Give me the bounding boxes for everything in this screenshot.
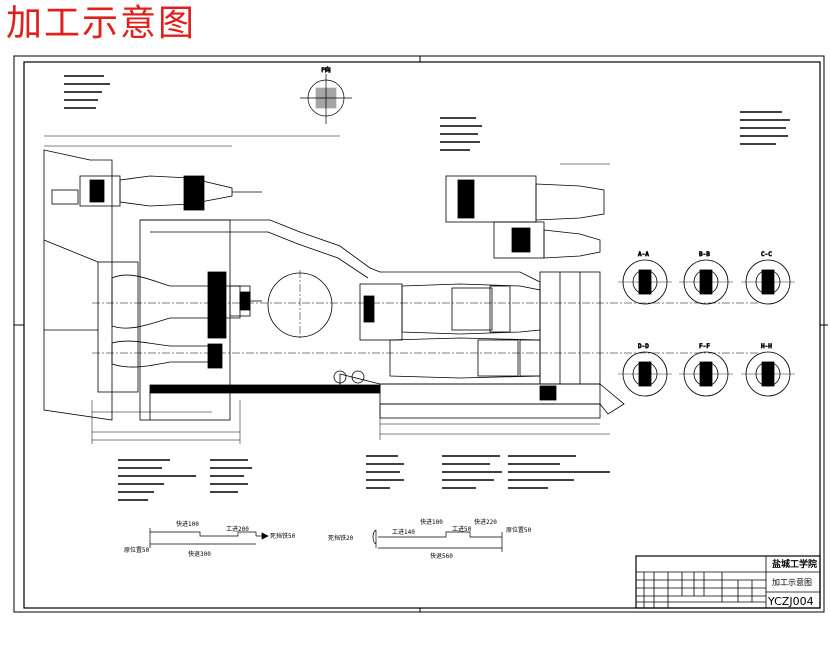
cycle-right-stop-position: 原位置50 xyxy=(506,526,532,534)
sheet-frame xyxy=(13,55,828,613)
svg-text:B-B: B-B xyxy=(699,251,710,258)
cycle-right-fast-feed: 快进220 xyxy=(474,518,497,526)
title-block-school: 盐城工学院 xyxy=(772,558,817,570)
center-lines xyxy=(92,270,760,354)
cycle-left-dead-stop: 死挡铁50 xyxy=(270,532,296,540)
upper-left-boring-bar xyxy=(51,175,262,211)
svg-text:A-A: A-A xyxy=(638,251,649,258)
left-spindle-head xyxy=(43,149,262,421)
work-cycle-left xyxy=(149,528,269,548)
fixture-body xyxy=(140,219,541,420)
cycle-right-work-feed: 工进140 xyxy=(392,528,415,536)
svg-text:D-D: D-D xyxy=(638,343,649,350)
svg-text:P向: P向 xyxy=(321,66,331,74)
svg-text:H-H: H-H xyxy=(761,343,772,350)
cycle-left-fast-return: 快退300 xyxy=(188,550,211,558)
cycle-left-work-feed: 工进200 xyxy=(226,525,249,533)
section-f: F-F xyxy=(679,343,733,397)
parameter-notes xyxy=(64,75,790,501)
right-spindle-head xyxy=(359,271,625,419)
svg-text:C-C: C-C xyxy=(761,251,772,258)
page-title: 加工示意图 xyxy=(6,3,197,44)
cycle-left-fast-forward: 快进100 xyxy=(176,520,199,528)
title-block-drawing-code: YCZJ004 xyxy=(767,595,814,608)
work-cycle-right xyxy=(372,529,503,552)
title-block-drawing-name: 加工示意图 xyxy=(772,577,812,587)
svg-text:F-F: F-F xyxy=(699,343,710,350)
cycle-right-work-feed-2: 工进50 xyxy=(452,525,472,533)
section-a: A-A xyxy=(618,251,672,305)
section-views: A-A B-B C-C D-D F-F H-H xyxy=(618,251,795,397)
cycle-right-fast-return: 快退560 xyxy=(430,552,453,560)
title-block xyxy=(635,555,821,609)
section-view-top: P向 xyxy=(300,66,352,124)
section-c: C-C xyxy=(741,251,795,305)
upper-right-boring-unit xyxy=(445,175,605,259)
section-h: H-H xyxy=(741,343,795,397)
cycle-left-stop-position: 原位置50 xyxy=(124,546,150,554)
cycle-right-fast-forward: 快进100 xyxy=(420,518,443,526)
dimension-lines xyxy=(44,135,610,444)
section-b: B-B xyxy=(679,251,733,305)
section-d: D-D xyxy=(618,343,672,397)
cycle-right-dead-stop: 死挡铁20 xyxy=(328,534,354,542)
